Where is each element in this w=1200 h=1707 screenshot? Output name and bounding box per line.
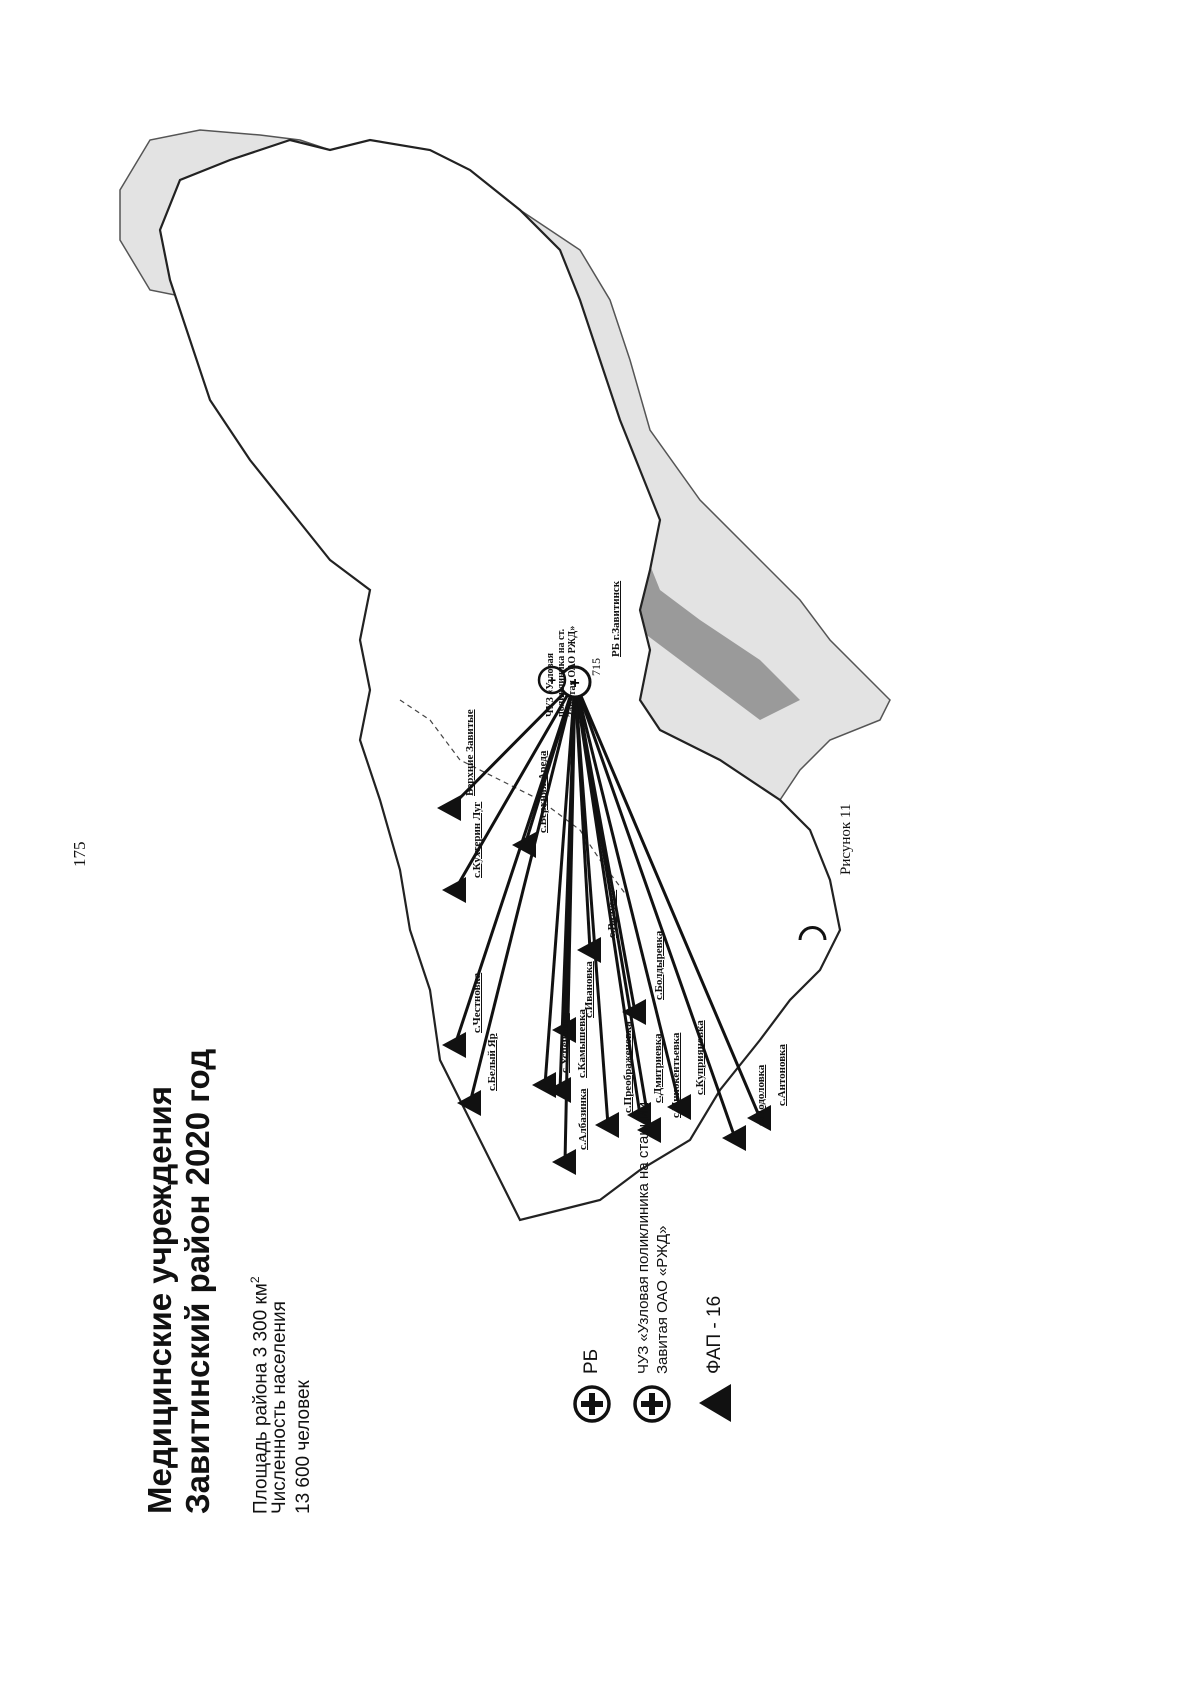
village-label: с.Валуево — [606, 889, 618, 938]
fap-markers — [437, 795, 771, 1175]
fap-marker — [577, 937, 601, 963]
fap-marker — [547, 1077, 571, 1103]
fap-marker — [595, 1112, 619, 1138]
fap-link-line — [573, 681, 642, 1116]
fap-link-line — [453, 681, 577, 1046]
village-label: с.Белый Яр — [486, 1033, 498, 1091]
village-label: с.Антоновка — [776, 1044, 788, 1106]
fap-link-line — [573, 681, 762, 1119]
fap-marker — [637, 1117, 661, 1143]
fap-marker — [552, 1149, 576, 1175]
fap-marker — [457, 1090, 481, 1116]
population-label: Численность населения — [269, 1301, 290, 1514]
fap-link-line — [543, 681, 577, 1086]
village-label: с.Преображеновка — [622, 1021, 634, 1113]
fap-marker — [622, 999, 646, 1025]
map-number-label: 715 — [589, 658, 603, 676]
fap-legend-icon — [699, 1384, 731, 1422]
village-label: Верхние Завитые — [464, 709, 476, 796]
chuz-legend-icon — [633, 1385, 671, 1423]
legend-fap-label: ФАП - 16 — [704, 1295, 725, 1374]
page-title-line1: Медицинские учреждения — [141, 1085, 178, 1514]
district-inner-border — [399, 699, 631, 901]
south-marker — [798, 926, 827, 941]
fap-link-line — [448, 680, 577, 810]
fap-link-line — [573, 681, 592, 951]
svg-text:+: + — [570, 675, 579, 692]
village-label: с.Албазинка — [577, 1088, 589, 1150]
village-label: с.Кухтерин Луг — [471, 801, 483, 878]
legend-chuz-line1: ЧУЗ «Узловая поликлиника на станции — [635, 1101, 652, 1374]
fap-link-line — [573, 681, 737, 1139]
fap-marker — [442, 877, 466, 903]
page-number: 175 — [70, 841, 89, 868]
fap-links — [448, 680, 762, 1163]
village-label: с.Камышевка — [576, 1009, 588, 1078]
village-label: с.Болдыревка — [653, 930, 665, 1000]
fap-marker — [667, 1094, 691, 1120]
page-title-line2: Завитинский район 2020 год — [179, 1048, 216, 1514]
fap-link-line — [453, 681, 577, 891]
fap-marker — [747, 1105, 771, 1131]
rb-legend-icon — [573, 1385, 611, 1423]
village-label: с.Ивановка — [583, 961, 595, 1018]
fap-marker — [437, 795, 461, 821]
chuz-map-label: ЧУЗ «Узловая поликлиника на ст. Завитая … — [545, 625, 578, 717]
fap-marker — [722, 1125, 746, 1151]
fap-marker — [627, 1102, 651, 1128]
rb-map-label: РБ г.Завитинск — [610, 580, 622, 657]
area-superscript: 2 — [248, 1276, 262, 1284]
village-label: с.Успеновка — [559, 1013, 571, 1073]
village-label: с.Иннокентьевка — [670, 1032, 682, 1118]
fap-marker — [442, 1032, 466, 1058]
village-label: с.Дмитриевка — [652, 1033, 664, 1103]
chuz-center-marker: + — [537, 665, 567, 695]
svg-text:+: + — [548, 672, 556, 688]
legend-rb-label: РБ — [581, 1348, 602, 1374]
fap-marker — [512, 832, 536, 858]
village-label: с.Подоловка — [755, 1064, 767, 1126]
fap-marker — [552, 1017, 576, 1043]
legend-chuz-line2: Завитая ОАО «РЖД» — [654, 1225, 671, 1374]
fap-link-line — [573, 681, 637, 1013]
fap-link-line — [468, 681, 577, 1104]
fap-link-line — [573, 681, 682, 1108]
population-value: 13 600 человек — [293, 1380, 314, 1514]
village-label: с.Верхняя Ареда — [537, 750, 549, 833]
village-label: с.Честновка — [471, 972, 483, 1033]
fap-link-line — [563, 681, 577, 1031]
figure-caption: Рисунок 11 — [838, 803, 854, 875]
village-label: с.Куприяновка — [694, 1020, 706, 1095]
